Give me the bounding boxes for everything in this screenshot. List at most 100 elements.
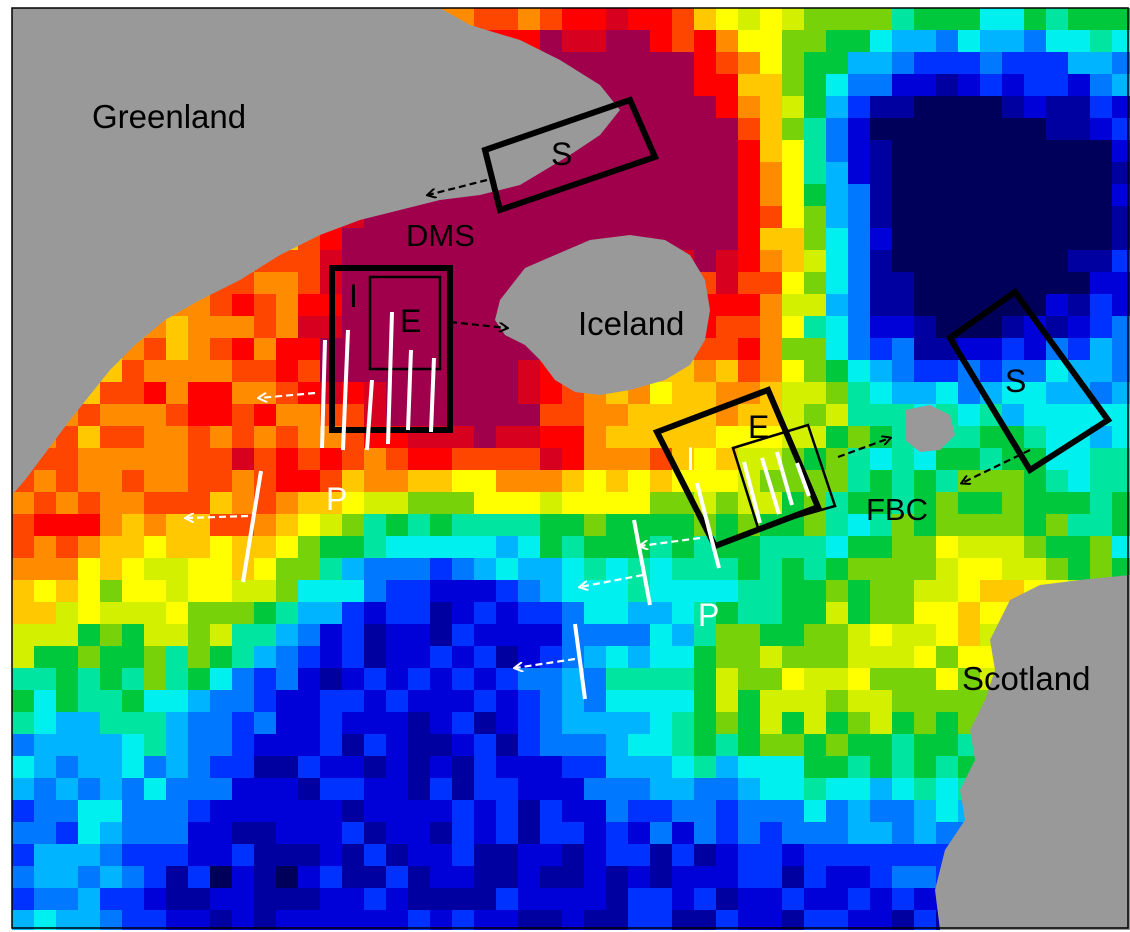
ocean-cell [254, 558, 277, 581]
ocean-cell [914, 514, 937, 537]
ocean-cell [694, 800, 717, 823]
ocean-cell [430, 690, 453, 713]
ocean-cell [804, 316, 827, 339]
ocean-cell [584, 646, 607, 669]
ocean-cell [694, 228, 717, 251]
ocean-cell [936, 162, 959, 185]
ocean-cell [1090, 294, 1113, 317]
ocean-cell [584, 844, 607, 867]
ocean-cell [166, 844, 189, 867]
ocean-cell [276, 558, 299, 581]
ocean-cell [1068, 228, 1091, 251]
ocean-cell [166, 536, 189, 559]
ocean-cell [584, 470, 607, 493]
ocean-cell [914, 52, 937, 75]
ocean-cell [166, 822, 189, 845]
ocean-cell [1024, 404, 1047, 427]
ocean-cell [826, 140, 849, 163]
ocean-cell [386, 404, 409, 427]
ocean-cell [254, 910, 277, 930]
ocean-cell [980, 536, 1003, 559]
ocean-cell [122, 426, 145, 449]
ocean-cell [958, 646, 981, 669]
ocean-cell [496, 778, 519, 801]
ocean-cell [342, 690, 365, 713]
ocean-cell [1090, 536, 1113, 559]
ocean-cell [804, 514, 827, 537]
ocean-cell [1090, 162, 1113, 185]
ocean-cell [188, 338, 211, 361]
ocean-cell [210, 404, 233, 427]
ocean-cell [892, 514, 915, 537]
ocean-cell [826, 756, 849, 779]
ocean-cell [1002, 492, 1025, 515]
iceland-land [495, 235, 710, 395]
ocean-cell [716, 184, 739, 207]
ocean-cell [870, 822, 893, 845]
ocean-cell [606, 74, 629, 97]
ocean-cell [166, 888, 189, 911]
ocean-cell [364, 712, 387, 735]
ocean-cell [606, 470, 629, 493]
ocean-cell [408, 382, 431, 405]
ocean-cell [298, 646, 321, 669]
ocean-cell [1024, 514, 1047, 537]
ocean-cell [386, 668, 409, 691]
ocean-cell [826, 888, 849, 911]
ocean-cell [276, 844, 299, 867]
ocean-cell [166, 910, 189, 930]
ocean-cell [584, 778, 607, 801]
ocean-cell [474, 470, 497, 493]
ocean-cell [474, 492, 497, 515]
ocean-cell [540, 492, 563, 515]
ocean-cell [12, 668, 35, 691]
ocean-cell [650, 382, 673, 405]
ocean-cell [716, 712, 739, 735]
ocean-cell [958, 96, 981, 119]
ocean-cell [914, 118, 937, 141]
ocean-cell [694, 206, 717, 229]
ocean-cell [1002, 338, 1025, 361]
ocean-cell [1090, 338, 1113, 361]
ocean-cell [122, 492, 145, 515]
ocean-cell [1046, 272, 1069, 295]
ocean-cell [452, 844, 475, 867]
ocean-cell [1024, 360, 1047, 383]
ocean-cell [496, 470, 519, 493]
ocean-cell [914, 778, 937, 801]
ocean-cell [78, 690, 101, 713]
ocean-cell [1112, 470, 1130, 493]
ocean-cell [936, 778, 959, 801]
ocean-cell [870, 206, 893, 229]
ocean-cell [562, 448, 585, 471]
ocean-cell [408, 558, 431, 581]
ocean-cell [408, 272, 431, 295]
ocean-cell [1068, 206, 1091, 229]
ocean-cell [870, 536, 893, 559]
ocean-cell [914, 866, 937, 889]
ocean-cell [122, 778, 145, 801]
ocean-cell [100, 492, 123, 515]
ocean-cell [870, 272, 893, 295]
ocean-cell [452, 580, 475, 603]
ocean-cell [430, 470, 453, 493]
ocean-cell [1046, 470, 1069, 493]
ocean-cell [848, 470, 871, 493]
ocean-cell [738, 844, 761, 867]
ocean-cell [650, 756, 673, 779]
ocean-cell [1002, 360, 1025, 383]
ocean-cell [584, 206, 607, 229]
ocean-cell [34, 690, 57, 713]
ocean-cell [716, 646, 739, 669]
ocean-cell [826, 448, 849, 471]
ocean-cell [936, 294, 959, 317]
ocean-cell [166, 382, 189, 405]
ocean-cell [650, 734, 673, 757]
ocean-cell [298, 448, 321, 471]
ocean-cell [210, 360, 233, 383]
ocean-cell [672, 74, 695, 97]
ocean-cell [276, 734, 299, 757]
ocean-cell [716, 844, 739, 867]
ocean-cell [672, 888, 695, 911]
ocean-cell [210, 338, 233, 361]
